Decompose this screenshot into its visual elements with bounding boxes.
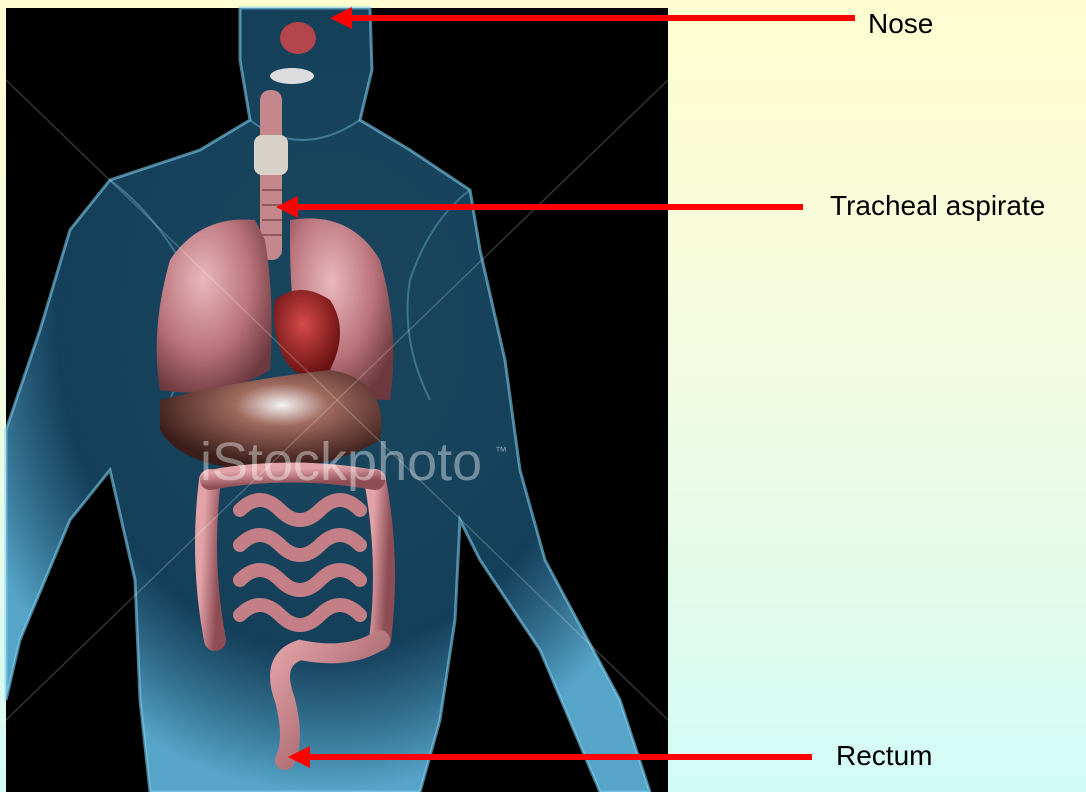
nose-label: Nose bbox=[868, 8, 933, 40]
watermark-trademark: ™ bbox=[495, 444, 507, 458]
tracheal-aspirate-label: Tracheal aspirate bbox=[830, 190, 1045, 222]
watermark-text: iStockphoto bbox=[200, 432, 482, 492]
rectum-label: Rectum bbox=[836, 740, 932, 772]
